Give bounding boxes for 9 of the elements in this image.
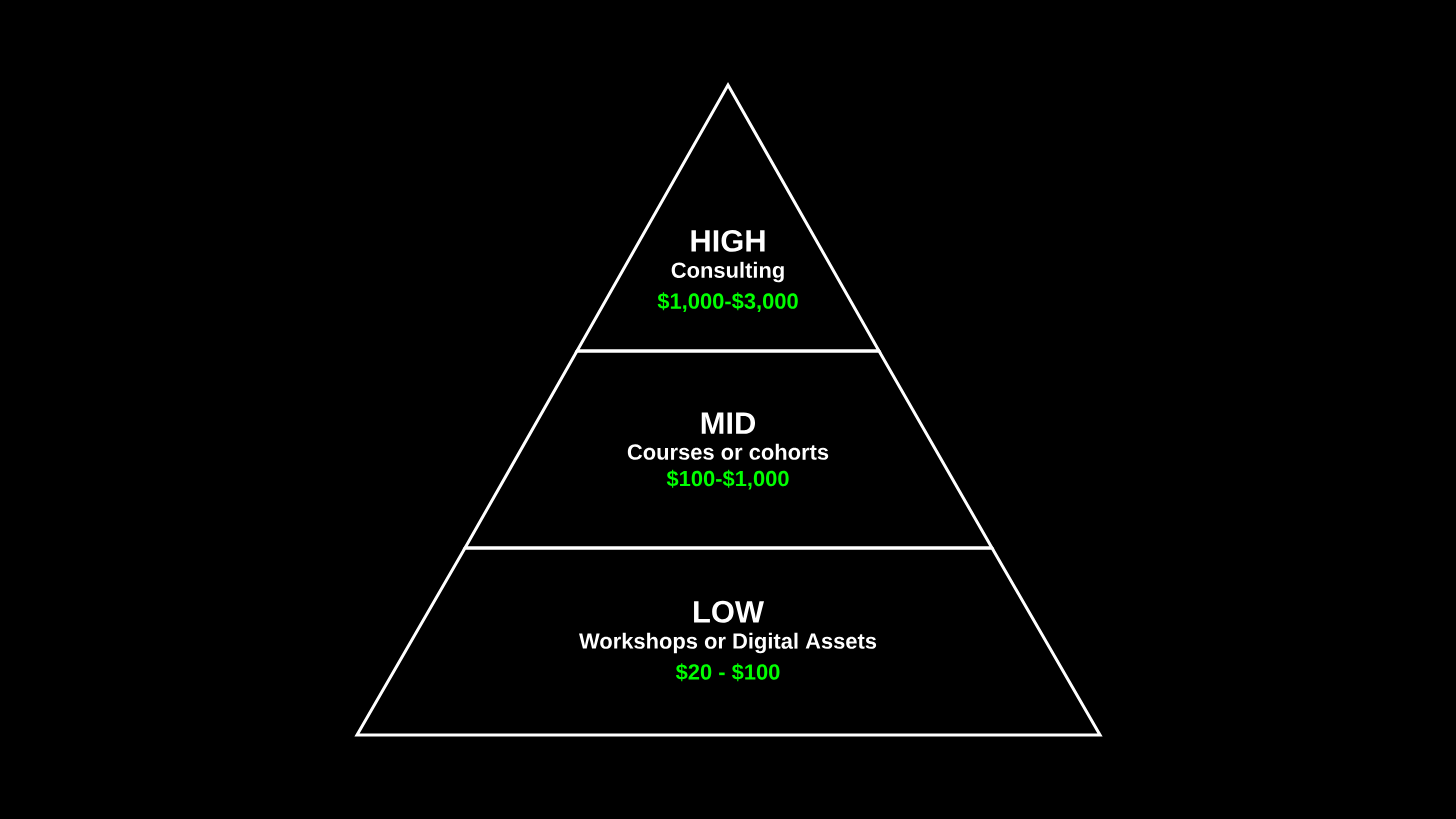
- tier-description: Workshops or Digital Assets: [579, 632, 877, 654]
- price-range: $20 - $100: [675, 663, 780, 682]
- price-range: $1,000-$3,000: [657, 292, 798, 312]
- price-range: $100-$1,000: [666, 469, 789, 490]
- tier-heading: MID: [701, 412, 756, 434]
- tier-description: Courses or cohorts: [627, 443, 829, 460]
- tier-heading: HIGH: [691, 230, 765, 252]
- tier-description: Consulting: [671, 261, 784, 283]
- tier-heading: LOW: [694, 600, 764, 623]
